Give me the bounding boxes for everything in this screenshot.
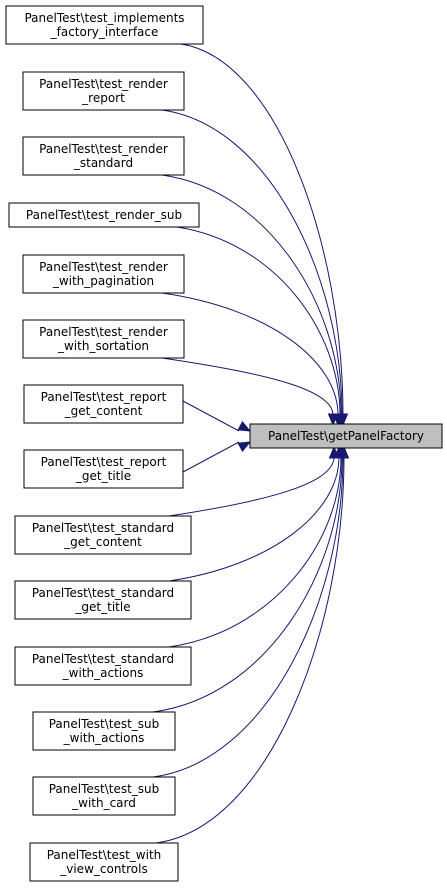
edge-8 (182, 441, 252, 473)
edge-4 (176, 226, 346, 427)
caller-node-label-line: _view_controls (59, 862, 147, 876)
arrowhead (327, 413, 339, 427)
arrowhead (338, 445, 350, 459)
caller-node-label-line: PanelTest\test_implements (24, 11, 184, 25)
edge-9 (168, 445, 340, 517)
caller-node-9[interactable]: PanelTest\test_standard_get_content (14, 515, 192, 555)
target-node-getpanelfactory[interactable]: PanelTest\getPanelFactory (249, 423, 443, 449)
caller-node-label-line: _report (81, 91, 125, 105)
edge-6 (161, 357, 339, 427)
arrowhead (237, 420, 252, 432)
caller-node-6[interactable]: PanelTest\test_render_with_sortation (22, 319, 185, 359)
caller-node-12[interactable]: PanelTest\test_sub_with_actions (32, 711, 176, 751)
caller-node-label-line: PanelTest\test_standard (32, 521, 174, 535)
caller-node-label-line: PanelTest\test_render (39, 77, 168, 91)
caller-node-label-line: _get_content (63, 535, 142, 549)
caller-node-3[interactable]: PanelTest\test_render_standard (22, 136, 185, 176)
caller-node-label-line: PanelTest\test_with (47, 848, 162, 862)
caller-node-label-line: _factory_interface (50, 25, 159, 39)
caller-node-10[interactable]: PanelTest\test_standard_get_title (14, 580, 192, 620)
nodes: PanelTest\getPanelFactory PanelTest\test… (5, 5, 443, 882)
caller-node-label-line: PanelTest\test_report (41, 455, 167, 469)
target-node-label: PanelTest\getPanelFactory (268, 429, 424, 443)
edge-7 (182, 400, 252, 432)
caller-node-label-line: _with_card (71, 796, 136, 810)
caller-node-label-line: PanelTest\test_report (41, 390, 167, 404)
caller-node-label-line: PanelTest\test_render_sub (26, 208, 182, 222)
caller-node-2[interactable]: PanelTest\test_render_report (22, 71, 185, 111)
edges (152, 43, 350, 844)
caller-node-label-line: _with_pagination (52, 274, 154, 288)
caller-node-label-line: _get_content (64, 404, 143, 418)
caller-node-8[interactable]: PanelTest\test_report_get_title (23, 449, 184, 489)
edge-14 (155, 445, 350, 844)
caller-node-4[interactable]: PanelTest\test_render_sub (8, 202, 200, 228)
edge-5 (161, 292, 344, 427)
caller-node-label-line: PanelTest\test_sub (49, 717, 160, 731)
edge-10 (168, 445, 345, 582)
caller-node-label-line: _get_title (74, 600, 130, 614)
arrowhead (237, 441, 252, 453)
caller-node-label-line: _get_title (75, 469, 131, 483)
caller-node-label-line: PanelTest\test_sub (49, 782, 160, 796)
caller-node-label-line: PanelTest\test_standard (32, 586, 174, 600)
caller-node-14[interactable]: PanelTest\test_with_view_controls (29, 842, 179, 882)
caller-node-5[interactable]: PanelTest\test_render_with_pagination (22, 254, 185, 294)
caller-node-label-line: PanelTest\test_standard (32, 652, 174, 666)
caller-node-label-line: _with_actions (62, 666, 144, 680)
edge-1 (180, 43, 349, 427)
caller-node-label-line: _with_actions (63, 731, 145, 745)
caller-node-7[interactable]: PanelTest\test_report_get_content (23, 384, 184, 424)
caller-node-label-line: PanelTest\test_render (39, 260, 168, 274)
caller-node-11[interactable]: PanelTest\test_standard_with_actions (14, 646, 192, 686)
caller-node-label-line: PanelTest\test_render (39, 325, 168, 339)
caller-node-1[interactable]: PanelTest\test_implements_factory_interf… (5, 5, 204, 45)
caller-node-label-line: _standard (73, 156, 133, 170)
caller-node-13[interactable]: PanelTest\test_sub_with_card (32, 776, 176, 816)
caller-node-label-line: _with_sortation (57, 339, 149, 353)
edge-2 (161, 109, 348, 427)
caller-node-label-line: PanelTest\test_render (39, 142, 168, 156)
